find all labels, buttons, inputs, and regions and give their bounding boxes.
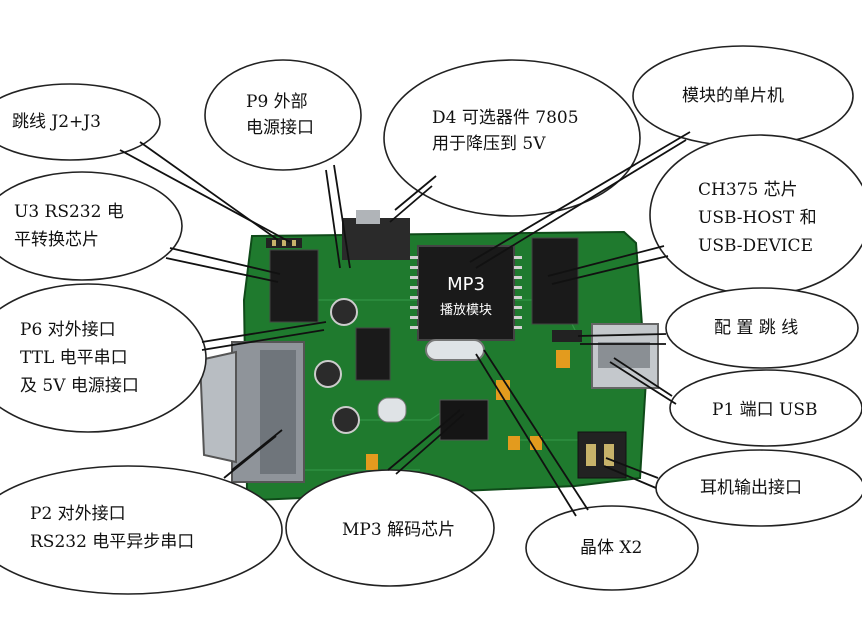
bubble-config [665, 287, 859, 369]
callout-d4-line1: D4 可选器件 7805 [432, 108, 579, 128]
callout-earphone: 耳机输出接口 [700, 478, 802, 498]
callout-bubbles [0, 45, 862, 595]
callout-pointers [119, 131, 691, 517]
mcu-chip: MP3 播放模块 [410, 245, 522, 341]
callout-config: 配 置 跳 线 [714, 318, 799, 338]
callout-p6-line3: 及 5V 电源接口 [20, 376, 139, 396]
bubble-p6 [0, 283, 207, 433]
callout-p9-line2: 电源接口 [246, 118, 314, 138]
callout-j2-j3: 跳线 J2+J3 [12, 112, 101, 132]
callout-ch375-line2: USB-HOST 和 [698, 208, 817, 228]
bubble-u3 [0, 171, 183, 281]
bubble-d4 [383, 59, 641, 217]
callout-crystal: 晶体 X2 [580, 538, 643, 558]
chip-label-bottom: 播放模块 [440, 303, 492, 318]
callout-ch375-line1: CH375 芯片 [698, 180, 798, 200]
capacitors [314, 298, 570, 470]
bubble-crystal [525, 505, 699, 591]
callout-p6-line2: TTL 电平串口 [20, 348, 128, 368]
callout-mcu: 模块的单片机 [682, 86, 784, 106]
callout-ch375-line3: USB-DEVICE [698, 236, 813, 256]
earphone-jack [577, 431, 627, 479]
ic-chip-2 [355, 327, 391, 381]
callout-p2-line2: RS232 电平异步串口 [30, 532, 195, 552]
chip-label-top: MP3 [447, 274, 485, 295]
callout-d4-line2: 用于降压到 5V [432, 134, 546, 154]
callout-p2-line1: P2 对外接口 [30, 504, 126, 524]
callout-p6-line1: P6 对外接口 [20, 320, 116, 340]
power-connector [342, 210, 410, 260]
bubble-j2-j3 [0, 83, 161, 161]
jumper-pins [266, 238, 582, 342]
callout-u3-line1: U3 RS232 电 [14, 202, 124, 222]
callout-mp3-decoder: MP3 解码芯片 [342, 520, 456, 540]
bubble-p9 [204, 59, 362, 171]
callout-p1: P1 端口 USB [712, 400, 818, 420]
callout-p9-line1: P9 外部 [246, 92, 308, 112]
crystal [377, 339, 485, 423]
bubble-p2 [0, 465, 283, 595]
ch375-chip [531, 237, 579, 325]
db9-connector [198, 341, 305, 483]
bubble-mp3-decoder [285, 469, 495, 587]
callout-u3-line2: 平转换芯片 [14, 230, 99, 250]
bubble-p1 [669, 369, 862, 447]
rs232-chip [269, 249, 319, 323]
